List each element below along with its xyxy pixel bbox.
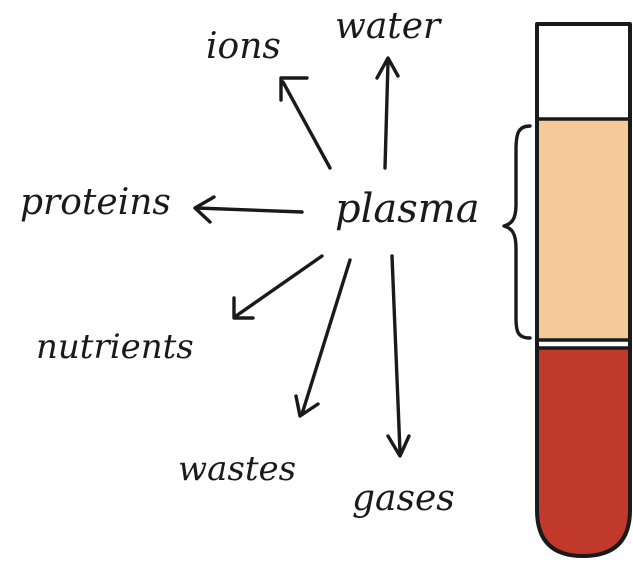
plasma-label: plasma [335, 186, 480, 232]
plasma-brace [504, 126, 530, 338]
arrow-to-nutrients [234, 256, 322, 318]
arrows [195, 58, 409, 456]
arrow-to-ions [281, 78, 330, 168]
nutrients-label: nutrients [36, 327, 194, 367]
test-tube [537, 24, 630, 556]
ions-label: ions [206, 26, 281, 67]
arrow-to-water [377, 58, 398, 168]
water-label: water [335, 6, 442, 47]
proteins-label: proteins [20, 182, 171, 223]
arrow-to-proteins [195, 197, 302, 222]
arrow-to-wastes [296, 260, 350, 416]
gases-label: gases [352, 478, 455, 519]
wastes-label: wastes [178, 449, 296, 489]
arrow-to-gases [388, 256, 409, 456]
tube-plasma-layer [537, 119, 630, 340]
tube-red-cell-layer [537, 348, 630, 556]
tube-top-empty [537, 24, 630, 119]
